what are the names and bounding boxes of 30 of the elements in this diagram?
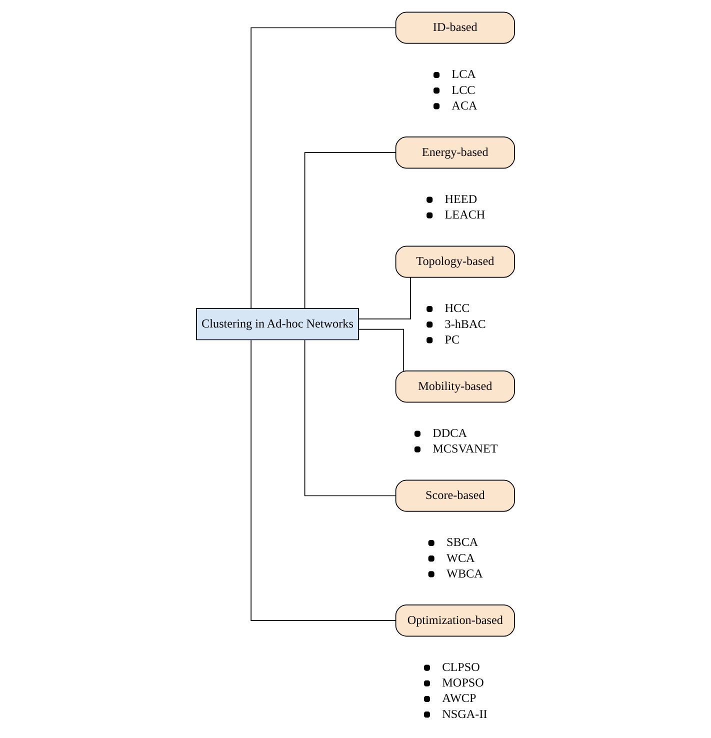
node-box: Energy-based xyxy=(395,136,515,169)
node-label: 3-hBAC xyxy=(444,316,486,331)
node-label: HCC xyxy=(444,301,470,316)
node-box: Optimization-based xyxy=(395,604,515,637)
node-box: Topology-based xyxy=(395,246,515,278)
node-label: ACA xyxy=(452,98,478,112)
node-label: MCSVANET xyxy=(432,442,498,456)
node-label: NSGA-II xyxy=(442,706,488,721)
connector xyxy=(250,340,396,621)
connector xyxy=(304,152,396,309)
node-label: SBCA xyxy=(446,535,478,550)
node-box: Mobility-based xyxy=(395,370,515,403)
node-box: ID-based xyxy=(395,12,515,44)
connector xyxy=(358,276,411,320)
node-label: LCA xyxy=(452,67,476,82)
node-label: DDCA xyxy=(432,426,467,440)
node-label: PC xyxy=(444,332,460,346)
connector xyxy=(250,27,396,309)
node-label: CLPSO xyxy=(442,660,480,674)
node-box: Score-based xyxy=(395,480,515,512)
node-label: LCC xyxy=(452,82,476,97)
node-label: WCA xyxy=(446,550,475,565)
connector xyxy=(304,340,396,496)
node-box: Clustering in Ad-hoc Networks xyxy=(196,308,359,340)
node-label: MOPSO xyxy=(442,676,484,690)
node-label: HEED xyxy=(444,192,478,206)
node-label: LEACH xyxy=(444,208,486,222)
node-label: AWCP xyxy=(442,691,476,706)
node-label: WBCA xyxy=(446,566,483,580)
connector xyxy=(358,328,404,372)
